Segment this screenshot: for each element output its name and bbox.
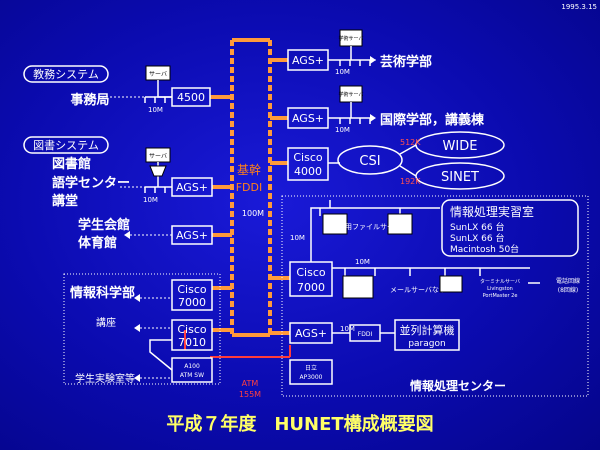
phone-l2: (8回線)	[558, 286, 579, 294]
loc-jimukyoku: 事務局	[70, 92, 109, 108]
atm-switch-l1: A100	[184, 363, 200, 370]
cisco-4000	[287, 147, 329, 181]
ags-geijutsu-label: AGS+	[292, 54, 324, 67]
arrow-kokusai-icon	[370, 114, 376, 122]
edu-file-server-icon	[322, 213, 413, 235]
atm-label: ATM	[242, 379, 259, 388]
cisco-4000-l1: Cisco	[293, 151, 323, 164]
server1-label: サーバ	[149, 71, 167, 78]
ap3000	[289, 359, 333, 385]
mail-segment	[332, 267, 530, 276]
loc-koza: 講座	[96, 316, 116, 329]
printer-icon	[149, 165, 167, 177]
backbone-speed: 100M	[242, 209, 264, 218]
arrow-geijutsu-icon	[370, 56, 376, 64]
loc-jikken: 学生実験室等	[75, 372, 135, 385]
backbone-label: 基幹	[237, 162, 261, 177]
ags-student-hall-label: AGS+	[176, 229, 208, 242]
kyomu-system-label: 教務システム	[33, 67, 99, 81]
atm-switch	[171, 357, 213, 383]
ags-library-label: AGS+	[176, 181, 208, 194]
loc-joho-gakubu: 情報科学部	[70, 285, 135, 301]
cisco-7010-l1: Cisco	[177, 323, 207, 336]
loc-geijutsu: 芸術学部	[380, 54, 432, 70]
lab-machine-3: Macintosh 50台	[450, 243, 519, 255]
edu-file-server-label: 教育用ファイルサーバ	[331, 222, 401, 231]
lab-segment	[310, 200, 440, 262]
cisco-7010-l2: 7010	[178, 336, 206, 349]
arrow-jikken-icon	[134, 374, 140, 382]
sinet-label: SINET	[441, 170, 479, 185]
speed-10m-1: 10M	[148, 106, 163, 114]
loc-gogaku: 語学センター	[52, 175, 130, 191]
parallel-computer	[394, 319, 460, 351]
speed-10m-3: 10M	[335, 68, 350, 76]
date-label: 1995.3.15	[561, 3, 597, 11]
loc-kodo: 講堂	[52, 193, 78, 209]
fddi-box-label: FDDI	[358, 331, 373, 338]
speed-512k: 512K	[400, 138, 421, 147]
parallel-l1: 並列計算機	[400, 323, 455, 337]
backbone-fddi-label: FDDI	[236, 181, 263, 194]
arrow-left-icon	[124, 231, 130, 239]
mail-server-label: メールサーバなど	[390, 286, 446, 294]
speed-10m-2: 10M	[143, 196, 158, 204]
speed-10m-5: 10M	[290, 234, 305, 242]
loc-taiikukan: 体育館	[78, 235, 117, 251]
terminal-l3: PortMaster 2e	[483, 293, 518, 299]
ap3000-l2: AP3000	[300, 374, 323, 381]
parallel-l2: paragon	[408, 339, 445, 349]
arrow-koza-icon	[134, 324, 140, 332]
fddi-backbone	[210, 38, 290, 337]
cisco-7000-right-l2: 7000	[297, 281, 325, 294]
loc-center: 情報処理センター	[410, 378, 506, 393]
csi-label: CSI	[359, 154, 380, 169]
ags-bottom-label: AGS+	[295, 327, 327, 340]
lab-machine-2: SunLX 66 台	[450, 232, 504, 244]
server4-label: 学術サーバ	[339, 91, 364, 98]
speed-192k: 192K	[400, 177, 421, 186]
server1-icon	[145, 65, 171, 81]
lab-info-box	[441, 199, 579, 257]
cisco-7000-right-l1: Cisco	[296, 266, 326, 279]
page-title: 平成７年度 HUNET構成概要図	[166, 413, 433, 435]
tosho-system-badge	[23, 136, 109, 154]
info-science-region	[63, 273, 221, 385]
atm-link	[210, 345, 291, 358]
loc-kokusai: 国際学部，講義棟	[380, 112, 485, 128]
loc-gakusei: 学生会館	[78, 217, 130, 233]
lab-link	[149, 339, 173, 371]
speed-10m-6: 10M	[355, 258, 370, 266]
cisco-7000-left-l2: 7000	[178, 296, 206, 309]
cisco-7000-left	[171, 279, 213, 311]
csi-cloud	[337, 145, 403, 175]
ags-kokusai-label: AGS+	[292, 112, 324, 125]
loc-jisshu: 情報処理実習室	[450, 204, 534, 219]
cisco-7010	[171, 319, 213, 351]
terminal-l1: ターミナルサーバ	[480, 278, 520, 285]
loc-toshokan: 図書館	[52, 156, 91, 172]
speed-10m-4: 10M	[335, 126, 350, 134]
speed-10m-7: 10M	[340, 325, 355, 333]
tosho-system-label: 図書システム	[33, 138, 99, 152]
cisco-4000-l2: 4000	[294, 165, 322, 178]
server3-label: 学術サーバ	[339, 35, 364, 42]
lab-machine-1: SunLX 66 台	[450, 221, 504, 233]
server2-label: サーバ	[149, 153, 167, 160]
phone-l1: 電話回線	[556, 277, 580, 285]
atm-speed: 155M	[239, 390, 261, 399]
wide-label: WIDE	[443, 139, 478, 154]
mail-server-icon	[342, 275, 374, 299]
router-4500-label: 4500	[177, 91, 205, 104]
terminal-icon	[439, 275, 463, 293]
terminal-l2: Livingston	[487, 286, 513, 292]
ap3000-l1: 日立	[305, 364, 317, 372]
cisco-7000-left-l1: Cisco	[177, 283, 207, 296]
kyomu-system-badge	[23, 65, 109, 83]
center-region	[281, 195, 589, 397]
atm-switch-l2: ATM SW	[180, 372, 204, 379]
arrow-joho-icon	[134, 294, 140, 302]
